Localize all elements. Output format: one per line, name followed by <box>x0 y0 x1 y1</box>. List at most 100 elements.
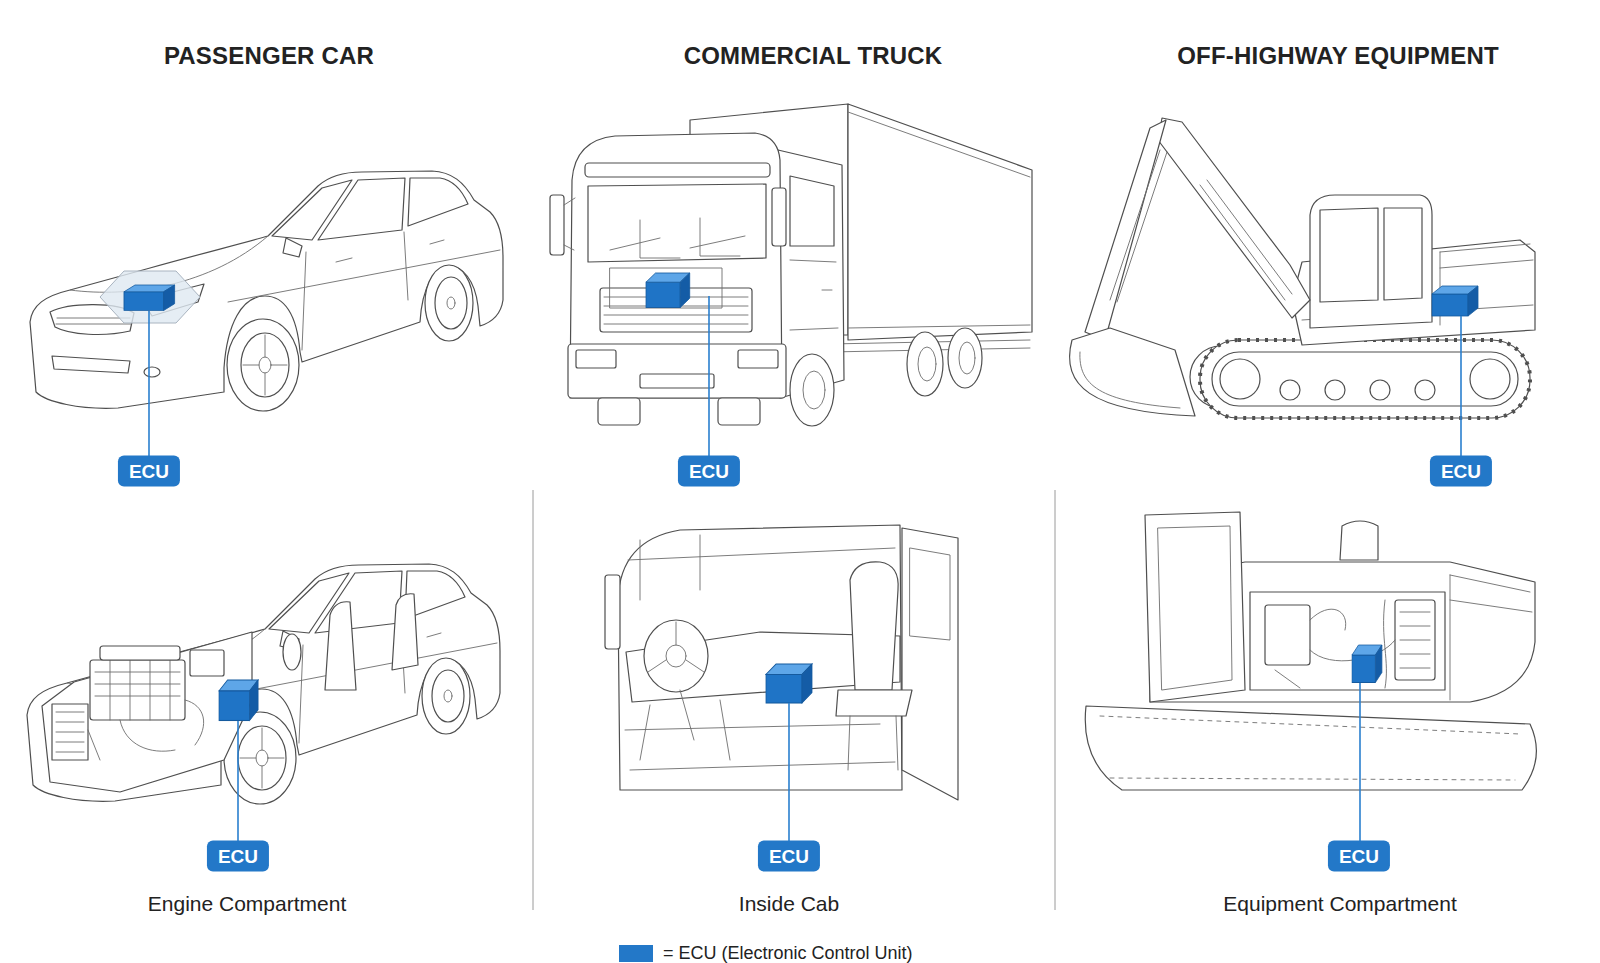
passenger-car-cutaway <box>27 564 500 804</box>
excavator-bucket-edge <box>1080 352 1180 408</box>
excavator-track-tread <box>1100 716 1520 780</box>
engine-hoses <box>88 700 204 760</box>
truck-mirror-arm <box>564 198 575 250</box>
legend-swatch <box>619 945 653 962</box>
truck-mirror <box>772 188 786 246</box>
truck-steering-hub <box>666 645 686 667</box>
column-heading: COMMERCIAL TRUCK <box>684 42 943 70</box>
excavator-cab-window <box>1320 208 1378 302</box>
truck-mirror <box>605 575 620 649</box>
truck-cab-shell <box>618 525 902 790</box>
battery <box>190 650 224 676</box>
location-caption: Equipment Compartment <box>1223 892 1456 916</box>
leader-line <box>1359 683 1361 841</box>
excavator-roller <box>1280 380 1300 400</box>
ecu-highlight <box>100 271 200 323</box>
ecu-box <box>1352 645 1382 683</box>
excavator-roller <box>1325 380 1345 400</box>
steering-wheel <box>283 634 301 670</box>
excavator-cab <box>1310 195 1432 328</box>
column-divider <box>533 490 534 910</box>
truck-seat-back <box>850 562 898 690</box>
column-heading: PASSENGER CAR <box>164 42 374 70</box>
ecu-highlight-frame <box>610 268 722 308</box>
truck-front-tyre <box>598 398 640 425</box>
truck-headlight <box>576 350 616 368</box>
leader-line <box>708 296 710 456</box>
truck-windshield <box>588 184 766 262</box>
badge-text: ECU <box>1441 460 1481 483</box>
truck-bumper <box>568 344 786 398</box>
truck-floor-lines <box>625 716 898 770</box>
badge-text: ECU <box>689 460 729 483</box>
excavator-track-tread <box>1200 340 1530 418</box>
excavator-cab-frame <box>1145 512 1245 702</box>
excavator-sprocket <box>1470 359 1510 399</box>
engine-intake <box>100 646 180 660</box>
truck-rear-rim <box>959 342 975 374</box>
truck-door-window <box>910 548 950 640</box>
excavator-idler <box>1220 359 1260 399</box>
car-seat <box>325 602 356 690</box>
truck-front-tyre <box>718 398 760 425</box>
truck-box-side <box>848 104 1032 340</box>
ecu-box <box>219 680 258 721</box>
component-fins <box>1400 612 1430 668</box>
excavator-stick-cylinder <box>1110 150 1167 302</box>
truck-box-edges <box>848 112 1030 328</box>
leader-line <box>148 311 150 456</box>
excavator-hood-lines <box>1450 575 1532 700</box>
truck-plate <box>640 374 714 388</box>
leader-line <box>1460 316 1462 456</box>
legend-item: = ECU (Electronic Control Unit) <box>619 943 913 963</box>
truck-open-door <box>902 528 958 800</box>
badge-text: ECU <box>769 845 809 868</box>
truck-seat-cushion <box>836 690 912 716</box>
excavator-cab-glass <box>1158 526 1232 690</box>
truck-front-wheel <box>790 354 834 426</box>
column-divider <box>1055 490 1056 910</box>
excavator-cab-door <box>1384 208 1422 300</box>
truck-rear-wheel <box>948 328 982 388</box>
truck-interior-hint <box>610 218 745 258</box>
column-heading: OFF-HIGHWAY EQUIPMENT <box>1177 42 1499 70</box>
engine-detail <box>95 660 180 720</box>
excavator-roller <box>1370 380 1390 400</box>
truck-controls <box>640 622 730 760</box>
ecu-badge: ECU <box>678 456 740 487</box>
leader-line <box>788 703 790 841</box>
location-caption: Inside Cab <box>739 892 839 916</box>
truck-front-rim <box>803 371 825 409</box>
excavator-bucket <box>1070 328 1195 416</box>
ecu-box <box>124 285 175 311</box>
equipment-compartment <box>1250 592 1445 690</box>
truck-sun-visor <box>585 163 770 177</box>
excavator-track-inner <box>1212 352 1518 406</box>
legend-text: = ECU (Electronic Control Unit) <box>663 943 913 963</box>
excavator-stick <box>1085 120 1166 340</box>
truck-rear-rim <box>918 347 936 381</box>
ecu-badge: ECU <box>118 456 180 487</box>
excavator-track <box>1085 706 1536 790</box>
excavator-roller <box>1415 380 1435 400</box>
passenger-car <box>30 171 503 411</box>
compartment-component <box>1265 605 1310 665</box>
truck-door-lines <box>790 260 838 330</box>
excavator-boom <box>1158 118 1310 318</box>
ecu-box <box>646 273 690 308</box>
car-rear-seat <box>392 594 418 670</box>
badge-text: ECU <box>1339 845 1379 868</box>
engine-radiator <box>52 704 88 760</box>
compartment-component <box>1395 600 1435 680</box>
excavator-seat <box>1340 521 1378 560</box>
excavator-boom-cylinder <box>1200 180 1292 300</box>
location-caption: Engine Compartment <box>148 892 346 916</box>
excavator-track <box>1200 340 1530 418</box>
ecu-badge: ECU <box>207 841 269 872</box>
ecu-box <box>1432 286 1478 316</box>
truck-mirror <box>550 195 564 255</box>
truck-door-window <box>790 176 834 246</box>
radiator-fins <box>56 712 84 752</box>
